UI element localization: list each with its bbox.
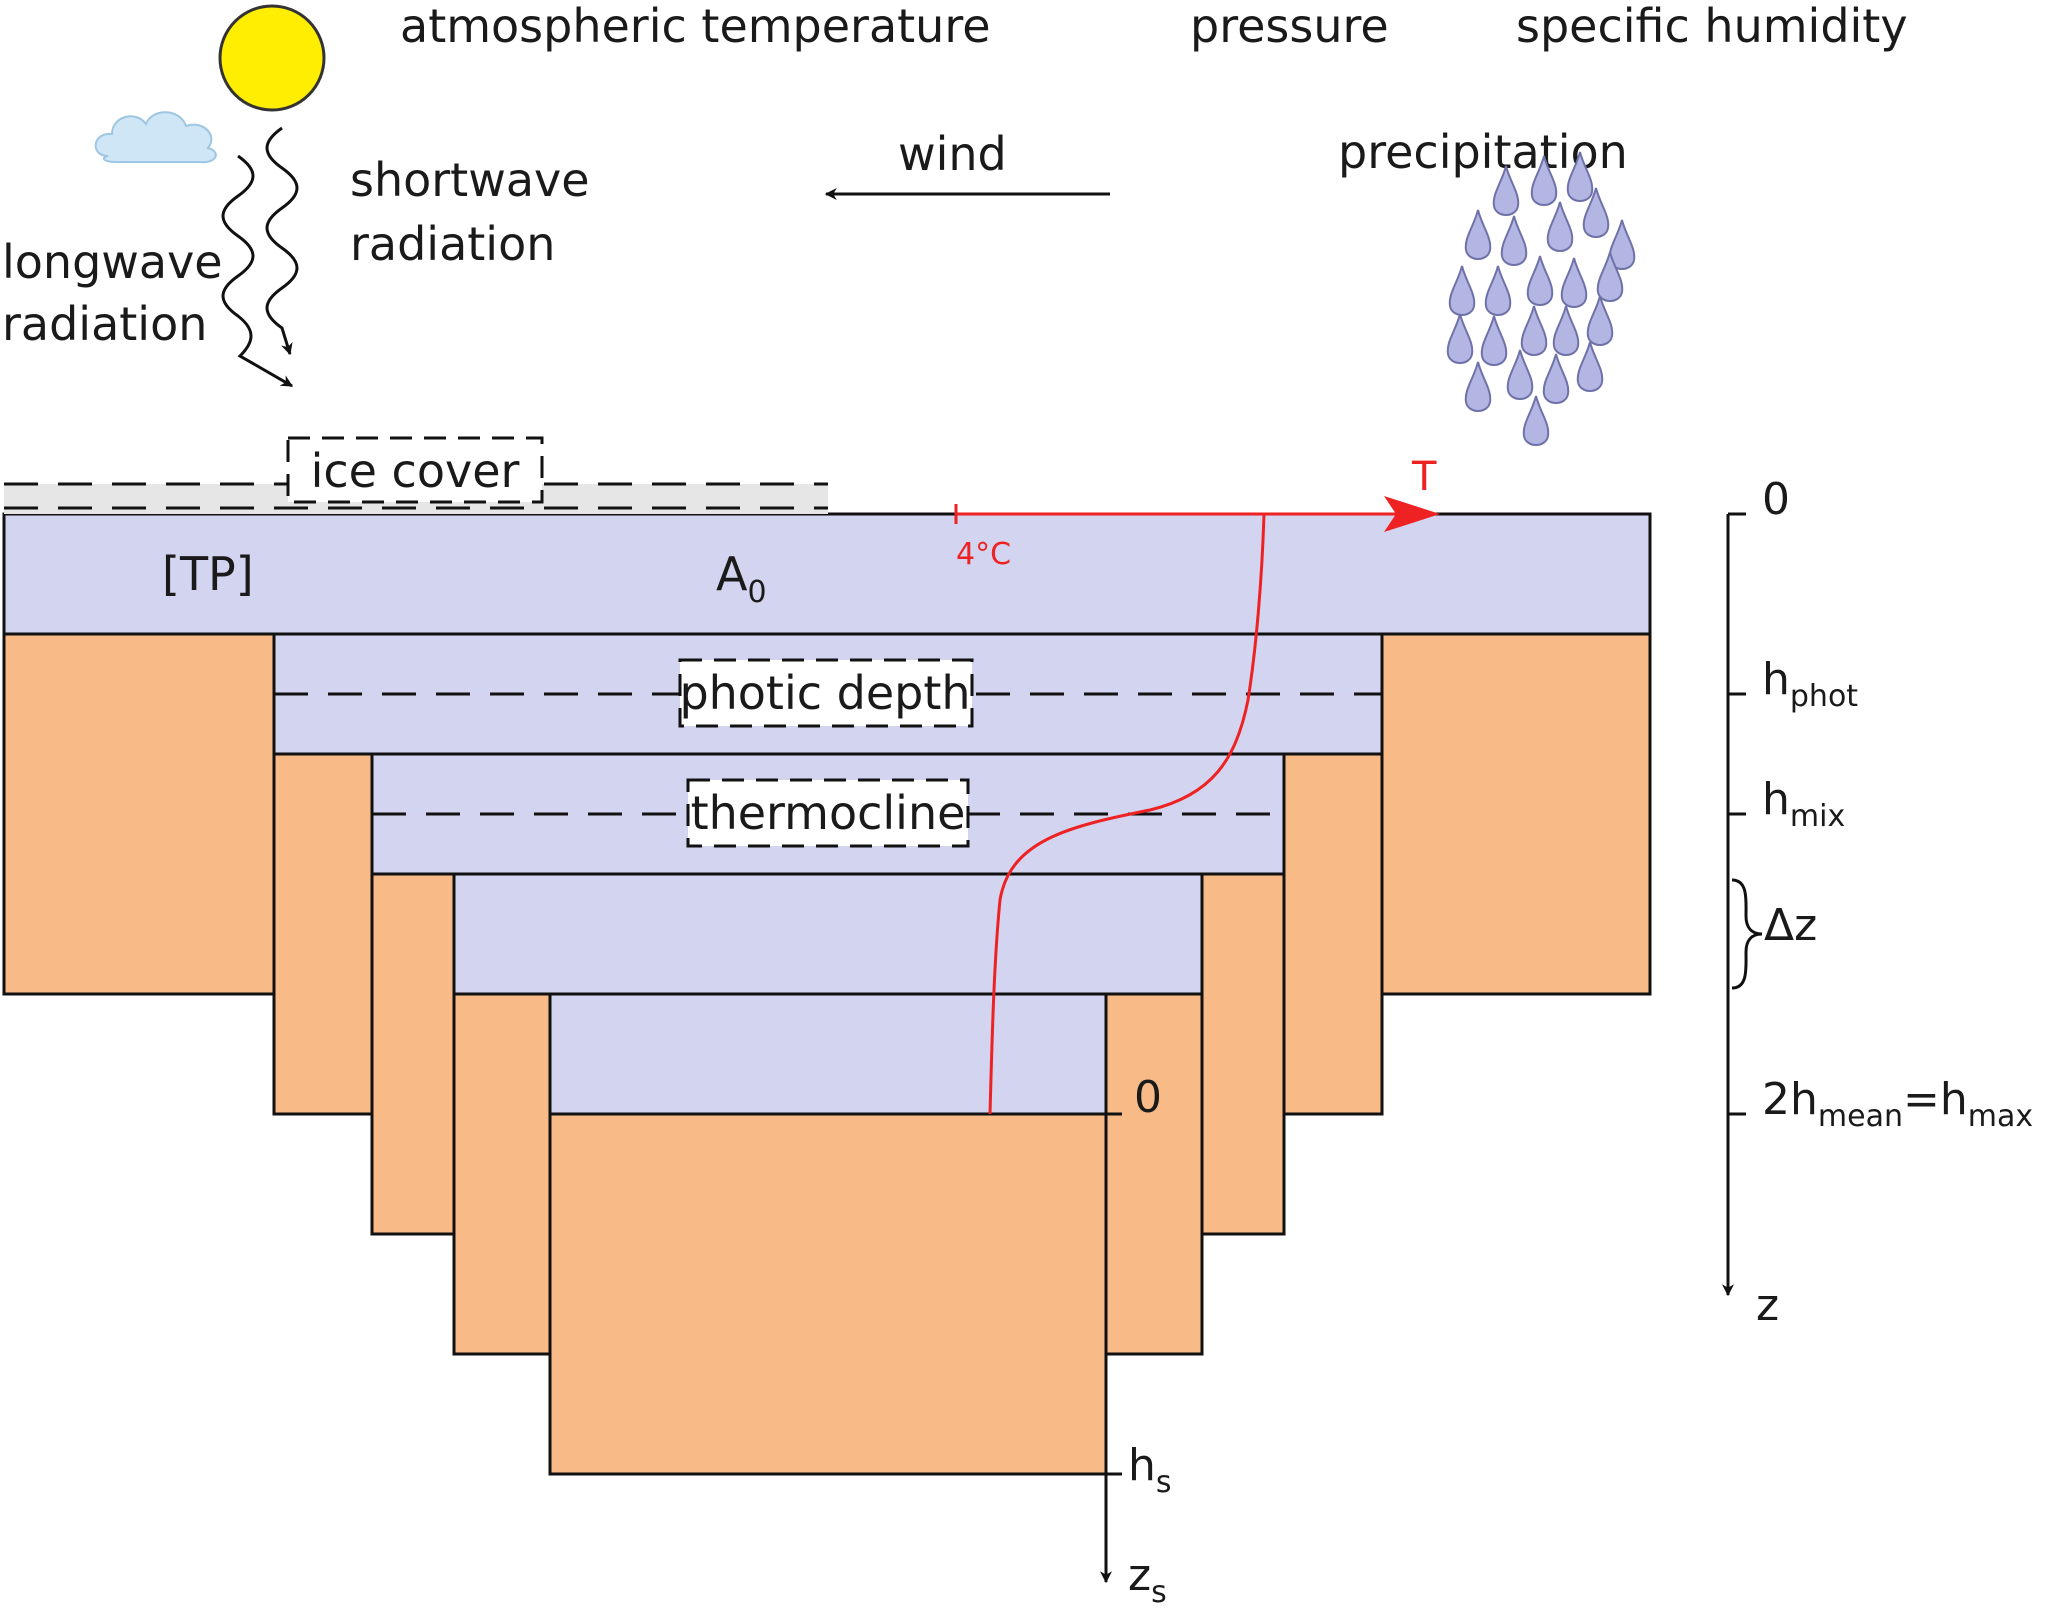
depth-label-z: z — [1756, 1280, 1779, 1331]
raindrop-16 — [1552, 305, 1580, 356]
temperature-curve — [988, 513, 1266, 1115]
raindrop-9 — [1484, 265, 1512, 316]
raindrop-18 — [1464, 361, 1492, 412]
sediment-label-zs: zs — [1128, 1550, 1167, 1610]
delta-z-brace — [1731, 878, 1763, 990]
sediment-label-zero: 0 — [1134, 1072, 1162, 1123]
depth-label-delta-z: Δz — [1764, 900, 1817, 951]
specific-humidity-label: specific humidity — [1516, 0, 1908, 53]
thermocline-label-box — [686, 778, 970, 848]
longwave-radiation-label: longwave — [2, 235, 223, 289]
longwave-radiation-label-2: radiation — [2, 297, 207, 351]
thermocline-label: thermocline — [691, 786, 966, 840]
ice-cover: ice cover — [4, 436, 828, 514]
sediment-block-2 — [370, 872, 456, 1236]
sediment-label-hs: hs — [1128, 1440, 1172, 1500]
raindrop-10 — [1526, 255, 1554, 306]
temperature-axis-label: T — [1411, 454, 1437, 500]
pressure-label: pressure — [1190, 0, 1389, 53]
raindrop-11 — [1560, 257, 1588, 308]
raindrop-8 — [1448, 265, 1476, 316]
raindrop-12 — [1596, 251, 1624, 302]
raindrop-19 — [1506, 349, 1534, 400]
photic-depth-label-box — [678, 658, 974, 728]
sediment-block-4 — [548, 1112, 1108, 1476]
sediment-layers — [2, 632, 1652, 1476]
raindrop-6 — [1582, 187, 1610, 238]
surface-area-label: A0 — [716, 547, 767, 610]
raindrops-icon — [1446, 151, 1636, 446]
tp-label: [TP] — [162, 547, 254, 601]
sediment-block-2-right — [1200, 872, 1286, 1236]
cloud-icon — [94, 111, 217, 164]
raindrop-1 — [1530, 155, 1558, 206]
sediment-block-0-right — [1380, 632, 1652, 996]
temperature-ref-label: 4°C — [956, 537, 1011, 572]
shortwave-radiation-label-2: radiation — [350, 217, 555, 271]
ice-cover-label: ice cover — [311, 444, 520, 498]
raindrop-22 — [1522, 395, 1550, 446]
ice-cover-label-box — [286, 436, 544, 504]
sediment-block-3-right — [1104, 992, 1204, 1356]
depth-label-hmix: hmix — [1762, 774, 1845, 834]
atmospheric-temperature-label: atmospheric temperature — [400, 0, 991, 53]
temperature-axis-arrowhead — [1384, 496, 1440, 532]
temperature-profile: T 4°C — [954, 454, 1440, 1115]
raindrop-4 — [1500, 215, 1528, 266]
wind-label: wind — [898, 127, 1007, 181]
raindrop-13 — [1446, 313, 1474, 364]
sediment-block-1-right — [1282, 752, 1384, 1116]
raindrop-5 — [1546, 201, 1574, 252]
depth-label-zero: 0 — [1762, 474, 1790, 525]
raindrop-15 — [1520, 305, 1548, 356]
raindrop-21 — [1576, 341, 1604, 392]
sediment-block-3 — [452, 992, 552, 1356]
shortwave-radiation-label: shortwave — [350, 153, 590, 207]
raindrop-2 — [1566, 151, 1594, 202]
water-layer-3 — [452, 872, 1204, 996]
raindrop-20 — [1542, 353, 1570, 404]
raindrop-3 — [1464, 209, 1492, 260]
depth-label-hphot: hphot — [1762, 654, 1858, 714]
raindrop-14 — [1480, 315, 1508, 366]
longwave-radiation-arrow — [221, 154, 294, 388]
sun-icon — [218, 4, 326, 112]
sediment-block-0 — [2, 632, 276, 996]
water-layer-0 — [2, 512, 1652, 636]
raindrop-7 — [1608, 219, 1636, 270]
shortwave-radiation-arrow — [265, 126, 299, 356]
depth-axis: 0 hphot hmix Δz 2hmean=hmax z — [1722, 474, 2033, 1331]
sediment-block-1 — [272, 752, 374, 1116]
depth-label-hmax: 2hmean=hmax — [1762, 1074, 2033, 1134]
raindrop-0 — [1492, 165, 1520, 216]
photic-depth-label: photic depth — [679, 666, 970, 720]
raindrop-17 — [1586, 295, 1614, 346]
sediment-axis: 0 hs zs — [1100, 1072, 1172, 1610]
water-layer-4 — [548, 992, 1108, 1116]
